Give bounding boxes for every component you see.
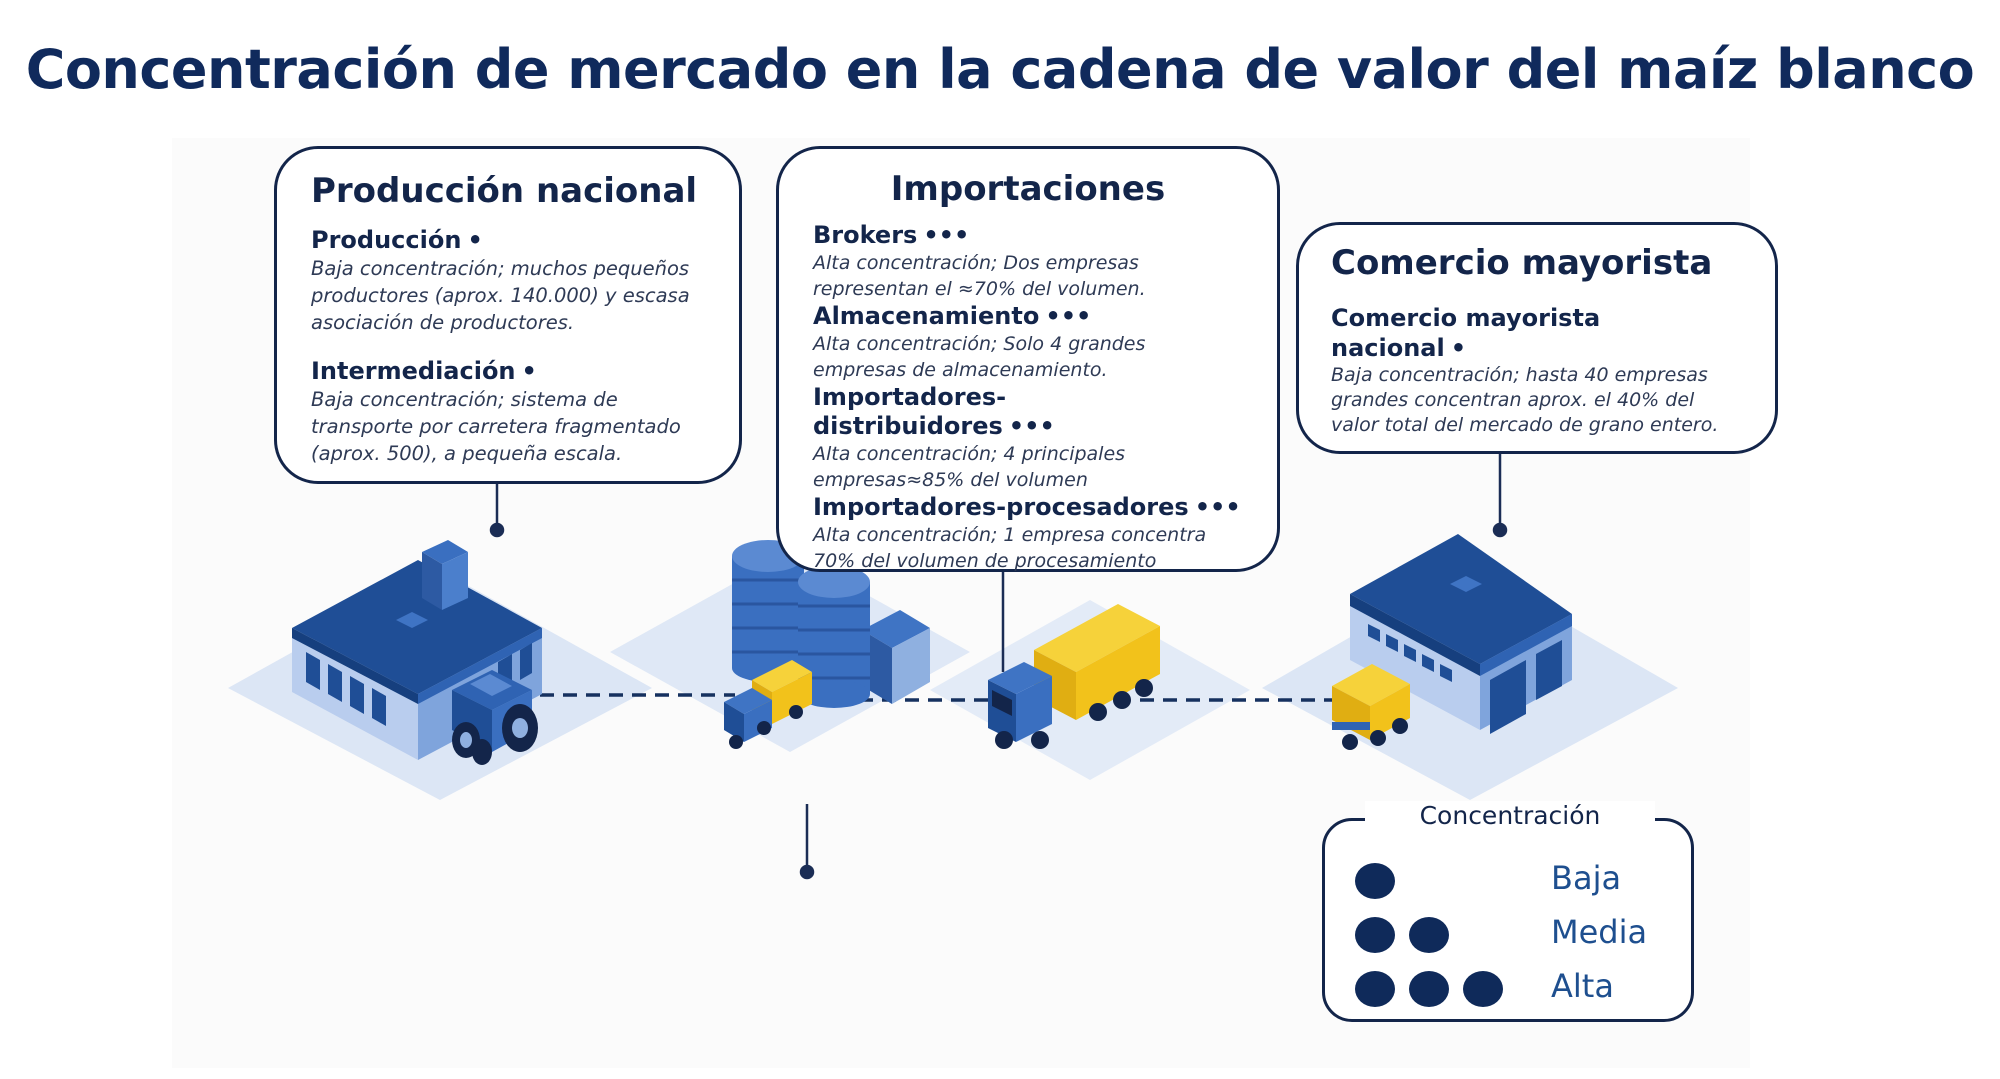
legend-item-media: Media — [1355, 909, 1675, 953]
warehouse-truck-icon — [1332, 664, 1410, 750]
legend-dot — [1409, 917, 1449, 953]
small-truck-icon — [724, 660, 812, 749]
section-description: Alta concentración; Solo 4 grandes empre… — [813, 333, 1146, 381]
card-importaciones: Importaciones Brokers••• Alta concentrac… — [776, 146, 1280, 572]
section-name: Importadores-distribuidores — [813, 383, 1007, 440]
concentration-dots: ••• — [1008, 412, 1055, 440]
legend-dot — [1463, 971, 1503, 1007]
section-importadores-procesadores: Importadores-procesadores••• Alta concen… — [813, 493, 1243, 574]
concentration-dots: • — [1450, 334, 1467, 362]
connector-lines — [489, 454, 1508, 880]
section-intermediacion: Intermediación• Baja concentración; sist… — [311, 356, 705, 467]
section-description: Baja concentración; muchos pequeños prod… — [311, 257, 690, 334]
concentration-dots: ••• — [923, 221, 970, 249]
section-description: Alta concentración; 1 empresa concentra … — [813, 524, 1207, 572]
card-title: Producción nacional — [311, 171, 698, 211]
card-title: Comercio mayorista — [1331, 243, 1713, 283]
connector-dot-produccion — [489, 522, 505, 538]
legend-dots — [1355, 917, 1463, 957]
section-name: Brokers — [813, 221, 918, 249]
legend-dot — [1355, 917, 1395, 953]
section-name: Importadores-procesadores — [813, 493, 1189, 521]
legend-dot — [1355, 863, 1395, 899]
concentration-dots: ••• — [1194, 493, 1241, 521]
warehouse-icon — [1350, 534, 1572, 734]
section-description: Alta concentración; Dos empresas represe… — [813, 252, 1146, 300]
section-name: Producción — [311, 226, 462, 254]
section-produccion: Producción• Baja concentración; muchos p… — [311, 225, 705, 336]
legend-title: Concentración — [1365, 801, 1655, 830]
legend-item-alta: Alta — [1355, 963, 1675, 1007]
connector-dot-comercio — [1492, 522, 1508, 538]
concentration-dots: • — [521, 357, 537, 385]
legend-dot — [1409, 971, 1449, 1007]
section-comercio-mayorista-nacional: Comercio mayorista nacional• Baja concen… — [1331, 303, 1743, 438]
legend: Concentración Baja Media Alta — [1322, 801, 1694, 1022]
section-description: Alta concentración; 4 principales empres… — [813, 443, 1126, 491]
section-brokers: Brokers••• Alta concentración; Dos empre… — [813, 221, 1243, 302]
section-description: Baja concentración; hasta 40 empresas gr… — [1331, 364, 1719, 436]
legend-dots — [1355, 971, 1517, 1011]
section-name: Comercio mayorista nacional — [1331, 304, 1601, 362]
card-comercio-mayorista: Comercio mayorista Comercio mayorista na… — [1296, 222, 1778, 454]
legend-dot — [1355, 971, 1395, 1007]
legend-label: Alta — [1551, 967, 1614, 1005]
connector-dot-silos — [799, 864, 815, 880]
concentration-dots: • — [467, 226, 483, 254]
legend-dots — [1355, 863, 1409, 903]
tractor-icon — [452, 670, 538, 765]
legend-label: Baja — [1551, 859, 1622, 897]
card-title: Importaciones — [890, 169, 1166, 209]
concentration-dots: ••• — [1045, 302, 1092, 330]
section-name: Intermediación — [311, 357, 516, 385]
section-importadores-distribuidores: Importadores-distribuidores••• Alta conc… — [813, 383, 1243, 493]
legend-label: Media — [1551, 913, 1648, 951]
card-produccion-nacional: Producción nacional Producción• Baja con… — [274, 146, 742, 484]
legend-item-baja: Baja — [1355, 855, 1675, 899]
section-description: Baja concentración; sistema de transport… — [311, 388, 681, 465]
page-title: Concentración de mercado en la cadena de… — [25, 38, 1975, 101]
section-almacenamiento: Almacenamiento••• Alta concentración; So… — [813, 302, 1243, 383]
big-truck-icon — [988, 604, 1160, 749]
section-name: Almacenamiento — [813, 302, 1040, 330]
